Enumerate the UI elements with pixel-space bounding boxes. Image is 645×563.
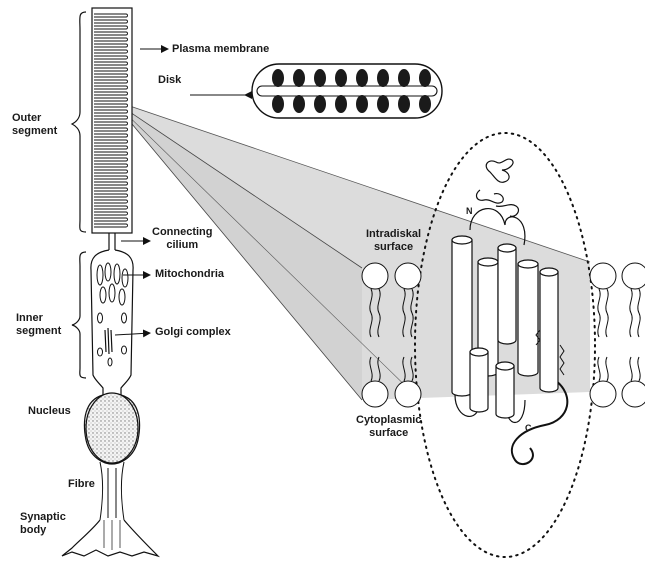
lipid-head xyxy=(362,381,388,407)
outer-segment-brace xyxy=(72,12,86,232)
outer-segment-label-line2: segment xyxy=(12,125,57,138)
lipid-tail xyxy=(606,357,608,381)
golgi-shapes xyxy=(105,328,112,354)
lipid-head xyxy=(622,381,645,407)
lipid-tail xyxy=(606,289,608,337)
helix-6 xyxy=(470,348,488,412)
rhodopsin-molecule-bottom xyxy=(398,95,410,113)
helix-3 xyxy=(498,244,516,344)
n-terminus-label: N xyxy=(466,205,473,218)
rod-cell xyxy=(62,8,158,556)
lipid-tail xyxy=(638,357,640,381)
helix-1 xyxy=(452,236,472,396)
rhodopsin-molecule-top xyxy=(419,69,431,87)
disk-outline-inner xyxy=(257,86,437,96)
connecting-cilium-label: Connecting cilium xyxy=(152,226,213,252)
intradiskal-surface-label-line1: Intradiskal xyxy=(366,228,421,241)
inner-segment-label: Inner segment xyxy=(16,312,61,338)
rhodopsin-molecule-top xyxy=(398,69,410,87)
braces xyxy=(72,12,86,378)
rhodopsin-molecule-top xyxy=(377,69,389,87)
intradiskal-surface-label: Intradiskal surface xyxy=(366,228,421,254)
lipid-tail xyxy=(598,289,600,337)
connecting-cilium-label-line1: Connecting xyxy=(152,226,213,239)
inner-segment-label-line2: segment xyxy=(16,325,61,338)
outer-segment-outline xyxy=(92,8,132,233)
synaptic-body-label-line2: body xyxy=(20,524,66,537)
synaptic-body-label-line1: Synaptic xyxy=(20,511,66,524)
rhodopsin-molecule-bottom xyxy=(335,95,347,113)
rhodopsin-molecule-bottom xyxy=(419,95,431,113)
rhodopsin-molecule-top xyxy=(356,69,368,87)
rhodopsin-molecule-bottom xyxy=(272,95,284,113)
golgi-complex-label: Golgi complex xyxy=(155,326,231,339)
c-terminus-label: C xyxy=(525,422,532,435)
lipid-head xyxy=(395,381,421,407)
lipid-head xyxy=(362,263,388,289)
cytoplasmic-surface-label-line2: surface xyxy=(356,427,421,440)
lipid-head xyxy=(590,263,616,289)
cytoplasmic-surface-label-line1: Cytoplasmic xyxy=(356,414,421,427)
rhodopsin-molecule-top xyxy=(335,69,347,87)
rhodopsin-molecule-bottom xyxy=(377,95,389,113)
synaptic-body-shape xyxy=(62,520,158,556)
connecting-cilium-label-line2: cilium xyxy=(152,239,213,252)
lipid-head xyxy=(622,263,645,289)
lipid-head xyxy=(590,381,616,407)
lipid-tail xyxy=(638,289,640,337)
outer-segment-label: Outer segment xyxy=(12,112,57,138)
inner-segment-brace xyxy=(72,252,86,378)
helix-4 xyxy=(518,260,538,376)
outer-segment-label-line1: Outer xyxy=(12,112,57,125)
disk-detail xyxy=(252,64,442,118)
synaptic-body-label: Synaptic body xyxy=(20,511,66,537)
inner-segment-label-line1: Inner xyxy=(16,312,61,325)
lipid-tail xyxy=(630,357,632,381)
helix-7 xyxy=(496,362,514,418)
nucleus-label: Nucleus xyxy=(28,405,71,418)
lipid-head xyxy=(395,263,421,289)
cytoplasmic-surface-label: Cytoplasmic surface xyxy=(356,414,421,440)
rhodopsin-molecule-top xyxy=(272,69,284,87)
lipid-tail xyxy=(598,357,600,381)
rhodopsin-molecule-top xyxy=(293,69,305,87)
plasma-membrane-label: Plasma membrane xyxy=(172,43,269,56)
mitochondria-label: Mitochondria xyxy=(155,268,224,281)
helix-5 xyxy=(540,268,558,392)
fibre-shape xyxy=(100,462,124,520)
rhodopsin-molecule-bottom xyxy=(356,95,368,113)
fibre-label: Fibre xyxy=(68,478,95,491)
lipid-tail xyxy=(630,289,632,337)
connecting-cilium xyxy=(109,233,115,250)
n-terminal-glycans xyxy=(477,159,519,216)
intradiskal-surface-label-line2: surface xyxy=(366,241,421,254)
nucleus-shape xyxy=(86,393,138,463)
disk-label: Disk xyxy=(158,74,181,87)
rhodopsin-molecule-bottom xyxy=(293,95,305,113)
rhodopsin-molecule-bottom xyxy=(314,95,326,113)
rhodopsin-molecule-top xyxy=(314,69,326,87)
